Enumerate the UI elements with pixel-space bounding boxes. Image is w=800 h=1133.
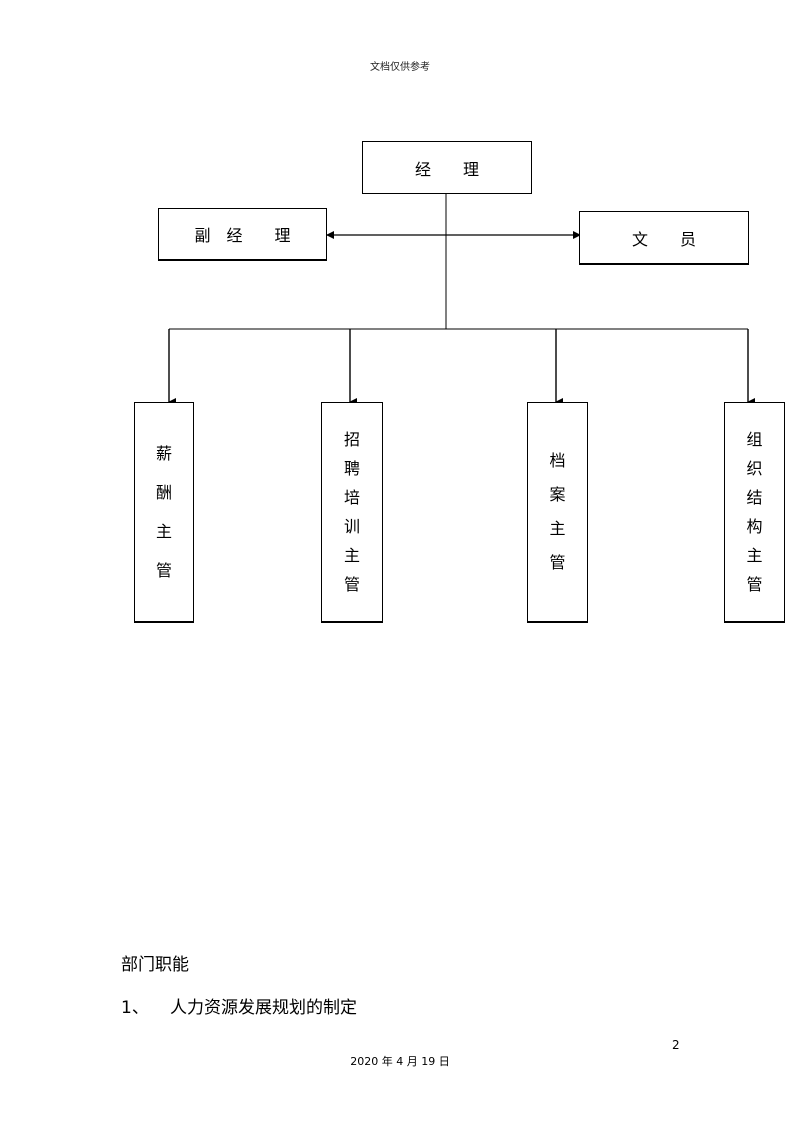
vertical-char: 主 [155, 522, 172, 541]
vertical-char: 聘 [343, 459, 360, 478]
org-box-compensation-supervisor: 薪 酬 主 管 [134, 402, 194, 623]
vertical-char: 酬 [155, 483, 172, 502]
vertical-char: 组 [746, 430, 763, 449]
org-box-recruitment-training-supervisor: 招 聘 培 训 主 管 [321, 402, 383, 623]
vertical-char: 主 [343, 546, 360, 565]
org-box-clerk: 文 员 [579, 211, 749, 265]
vertical-char: 管 [343, 575, 360, 594]
vertical-char: 主 [549, 519, 566, 538]
vertical-char: 管 [155, 561, 172, 580]
page-number: 2 [672, 1038, 680, 1052]
vertical-char: 构 [746, 517, 763, 536]
vertical-char: 主 [746, 546, 763, 565]
vertical-char: 管 [746, 575, 763, 594]
vertical-char: 训 [343, 517, 360, 536]
list-item-number: 1、 [121, 998, 149, 1018]
org-box-manager: 经 理 [362, 141, 532, 194]
vertical-char: 薪 [155, 444, 172, 463]
vertical-char: 织 [746, 459, 763, 478]
vertical-char: 招 [343, 430, 360, 449]
footer-date: 2020 年 4 月 19 日 [350, 1055, 450, 1068]
vertical-char: 结 [746, 488, 763, 507]
org-box-clerk-label: 文 员 [631, 229, 696, 249]
org-box-deputy-manager-label: 副 经 理 [194, 226, 291, 245]
vertical-char: 案 [549, 485, 566, 504]
header-note: 文档仅供参考 [370, 62, 430, 73]
org-box-manager-label: 经 理 [414, 159, 479, 179]
org-box-org-structure-supervisor: 组 织 结 构 主 管 [724, 402, 785, 623]
vertical-char: 档 [549, 451, 566, 470]
section-title: 部门职能 [121, 955, 189, 975]
org-box-deputy-manager: 副 经 理 [158, 208, 327, 261]
vertical-char: 管 [549, 553, 566, 572]
org-box-archives-supervisor: 档 案 主 管 [527, 402, 588, 623]
list-item-text: 人力资源发展规划的制定 [170, 998, 357, 1018]
vertical-char: 培 [343, 488, 360, 507]
